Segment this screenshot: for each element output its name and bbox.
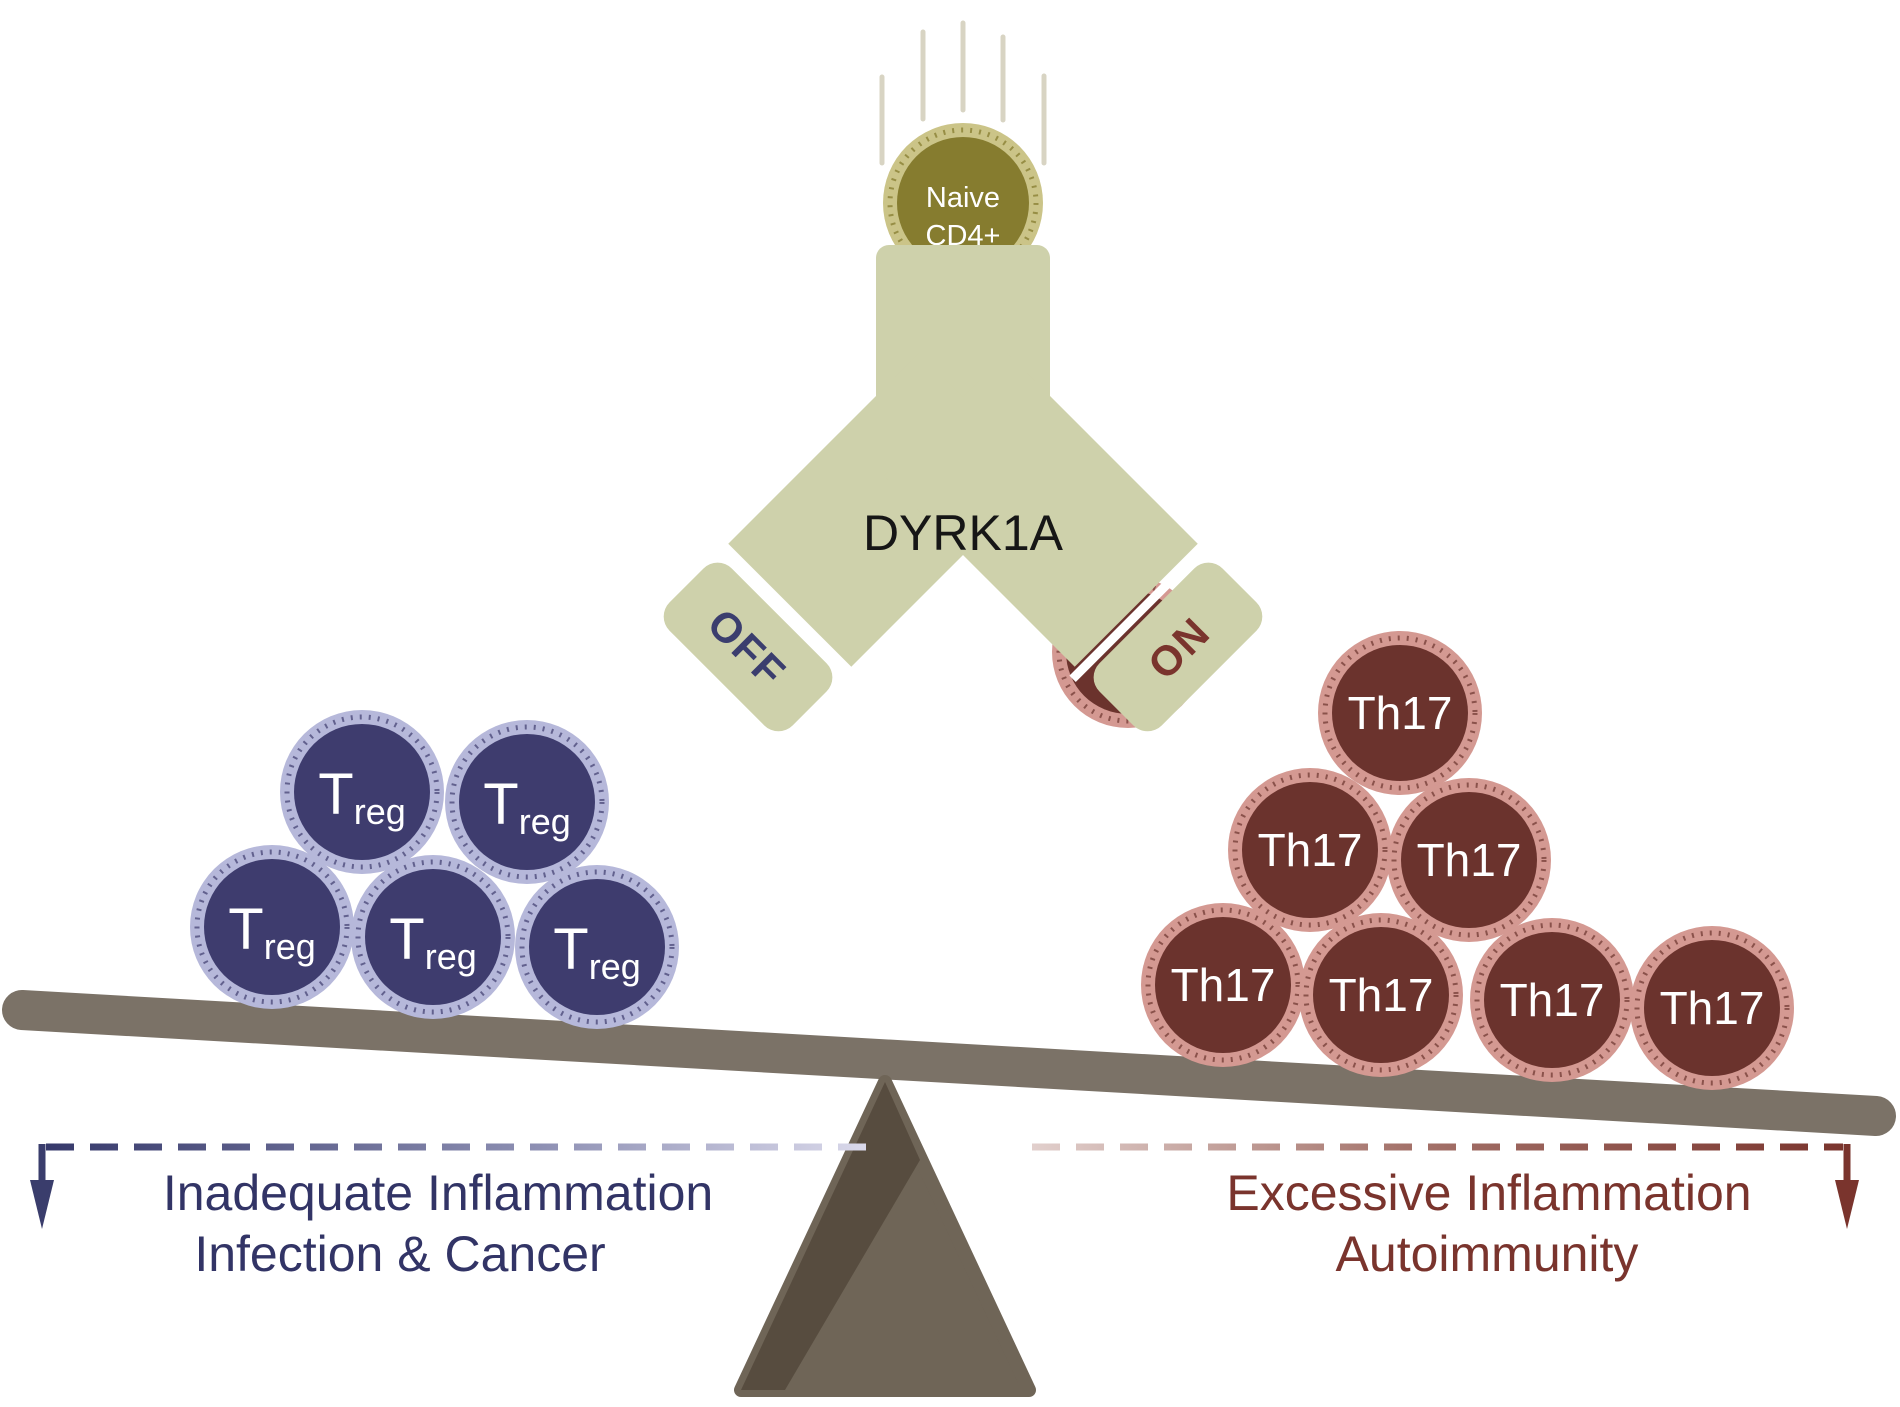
treg-label: Treg	[553, 917, 640, 987]
left-outcome-line2: Infection & Cancer	[194, 1226, 605, 1282]
treg-label: Treg	[389, 907, 476, 977]
th17-body	[1644, 940, 1780, 1076]
th17-cell: Th17	[1630, 926, 1794, 1090]
treg-texture	[194, 849, 350, 1005]
th17-body	[1155, 917, 1291, 1053]
fulcrum	[734, 1075, 1036, 1397]
th17-cell: Th17	[1387, 778, 1551, 942]
th17-texture	[1634, 930, 1790, 1086]
naive-cell-label-line1: Naive	[926, 182, 1000, 214]
treg-texture	[284, 714, 440, 870]
right-outcome-line2: Autoimmunity	[1336, 1226, 1639, 1282]
treg-body	[204, 859, 340, 995]
dyrk1a-funnel: OFF ON DYRK1A	[663, 245, 1263, 732]
on-gap	[1069, 538, 1213, 682]
treg-body	[459, 734, 595, 870]
right-arrow-head	[1835, 1180, 1859, 1229]
left-dashed-arrow	[30, 1143, 872, 1229]
treg-body	[294, 724, 430, 860]
treg-cluster: Treg Treg Treg Treg Treg	[190, 710, 679, 1029]
naive-cell-texture	[887, 127, 1039, 279]
treg-cell: Treg	[515, 865, 679, 1029]
th17-body	[1401, 792, 1537, 928]
th17-cell: Th17	[1318, 631, 1482, 795]
on-cap	[1093, 562, 1263, 732]
treg-label: Treg	[483, 772, 570, 842]
treg-texture	[449, 724, 605, 880]
th17-cluster: Th17 Th17 Th17 Th17 Th17	[1141, 631, 1794, 1090]
treg-cell: Treg	[190, 845, 354, 1009]
th17-texture	[1391, 782, 1547, 938]
treg-cell: Treg	[445, 720, 609, 884]
th17-cell: Th17	[1299, 913, 1463, 1077]
naive-cell-body	[897, 137, 1029, 269]
treg-label: Treg	[318, 762, 405, 832]
treg-cell: Treg	[280, 710, 444, 874]
off-cap	[663, 562, 833, 732]
fulcrum-shadow-facet	[741, 1082, 920, 1390]
th17-label: Th17	[1258, 824, 1363, 876]
left-outcome-line1: Inadequate Inflammation	[163, 1165, 713, 1221]
treg-body	[529, 879, 665, 1015]
th17-texture	[1303, 917, 1459, 1073]
balance-beam	[2, 990, 1896, 1136]
th17-body	[1332, 645, 1468, 781]
th17-body	[1313, 927, 1449, 1063]
th17-cell: Th17	[1141, 903, 1305, 1067]
th17-texture	[1474, 922, 1630, 1078]
off-gap	[713, 538, 857, 682]
speed-lines	[879, 20, 1047, 166]
left-arrow-head	[30, 1180, 54, 1229]
th17-texture	[1232, 772, 1388, 928]
th17-texture	[1145, 907, 1301, 1063]
th17-label: Th17	[1417, 834, 1522, 886]
th17-cell: Th17	[1228, 768, 1392, 932]
treg-label: Treg	[228, 897, 315, 967]
th17-body	[1242, 782, 1378, 918]
right-dashed-arrow	[1032, 1143, 1859, 1229]
th17-body	[1484, 932, 1620, 1068]
treg-texture	[355, 859, 511, 1015]
th17-label: Th17	[1171, 959, 1276, 1011]
th17-label: Th17	[1660, 982, 1765, 1034]
treg-body	[365, 869, 501, 1005]
th17-cell: Th17	[1470, 918, 1634, 1082]
right-outcome-line1: Excessive Inflammation	[1226, 1165, 1751, 1221]
th17-label: Th17	[1348, 687, 1453, 739]
treg-cell: Treg	[351, 855, 515, 1019]
treg-texture	[519, 869, 675, 1025]
on-arm-shaft	[883, 352, 1198, 667]
th17-label: Th17	[1500, 974, 1605, 1026]
funnel-on-arm: ON	[883, 352, 1263, 732]
th17-texture	[1322, 635, 1478, 791]
dyrk1a-label: DYRK1A	[863, 505, 1064, 561]
th17-label: Th17	[1329, 969, 1434, 1021]
